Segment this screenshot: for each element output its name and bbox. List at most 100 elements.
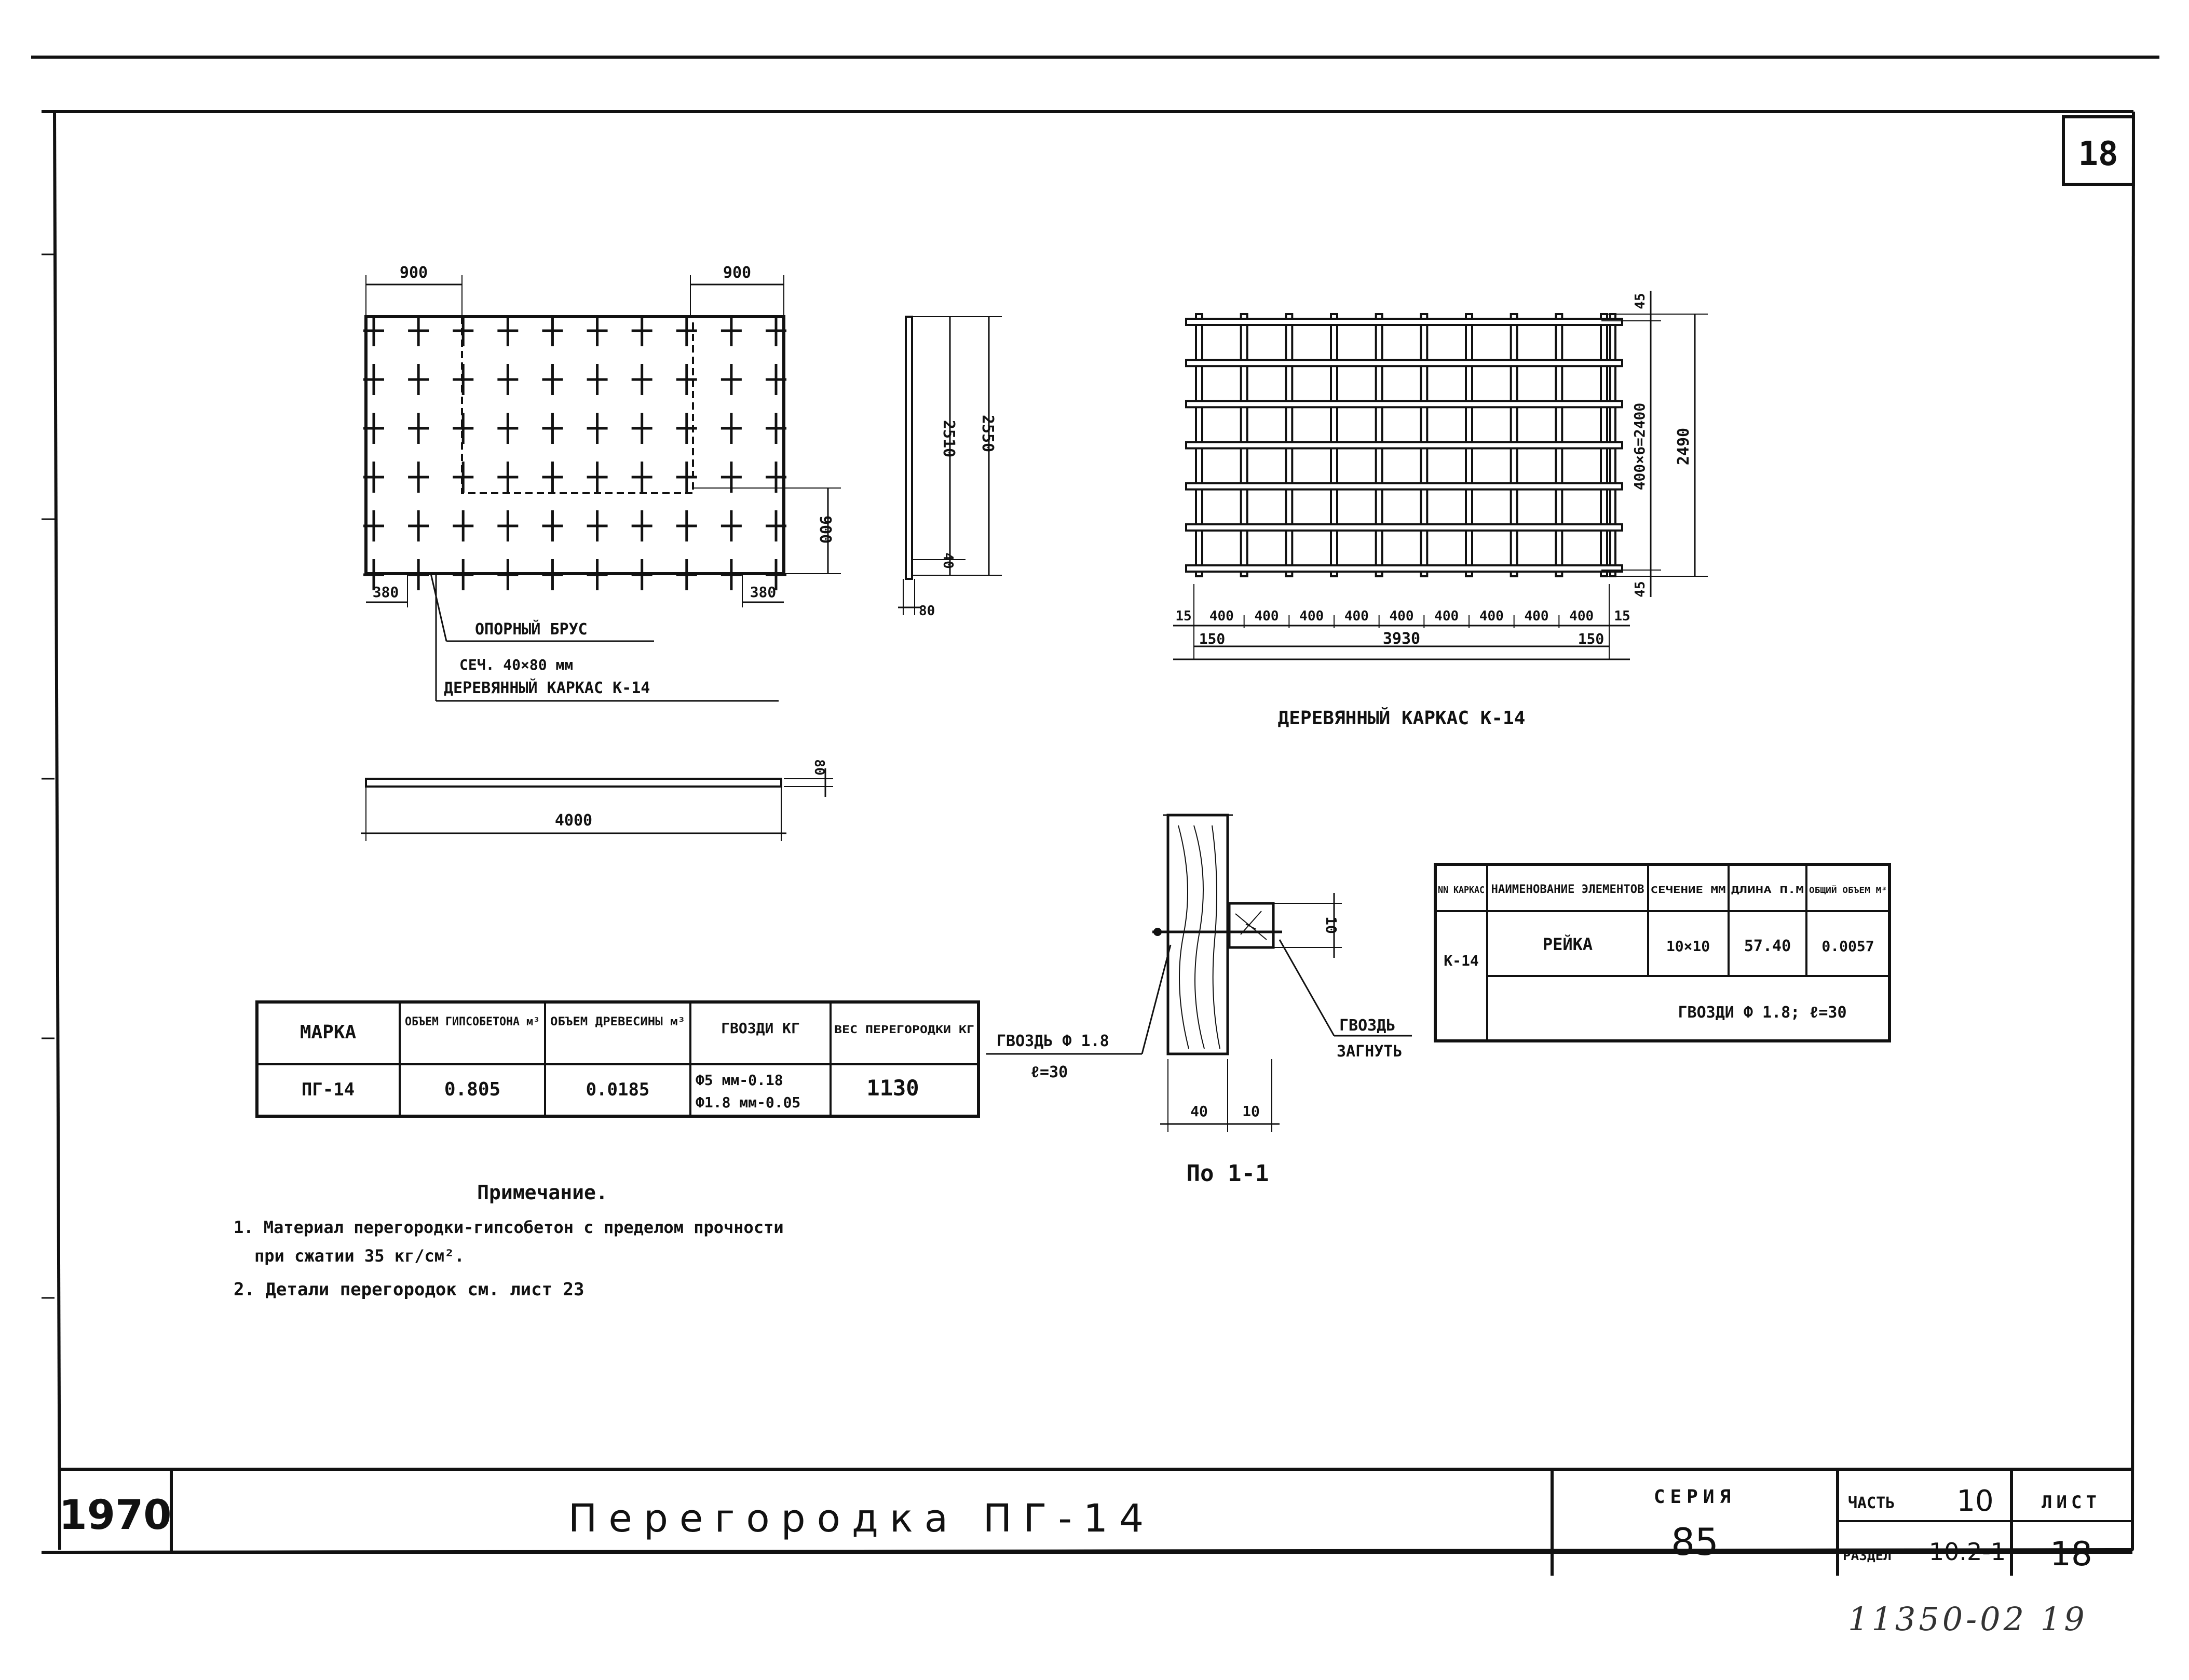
note-1: 1. Материал перегородки-гипсобетон с пре… <box>234 1217 784 1237</box>
tb-section-label: РАЗДЕЛ <box>1843 1548 1892 1564</box>
mark-table: МАРКА ОБЪЕМ ГИПСОБЕТОНА м³ ОБЪЕМ ДРЕВЕСИ… <box>255 1000 980 1118</box>
th-nails: ГВОЗДИ КГ <box>721 1020 800 1037</box>
leader-1a: ОПОРНЫЙ БРУС <box>475 620 588 639</box>
td-gypsum-volume: 0.805 <box>444 1079 500 1100</box>
td-length: 57.40 <box>1744 937 1791 955</box>
td-nails-2: Ф1.8 мм-0.05 <box>696 1094 800 1111</box>
notes-title: Примечание. <box>477 1181 608 1204</box>
tb-part-value: 10 <box>1956 1484 1993 1518</box>
leader-line <box>1279 939 1335 1036</box>
nail-left-label-1: ГВОЗДЬ Ф 1.8 <box>997 1032 1109 1050</box>
tb-year: 1970 <box>59 1492 171 1539</box>
frame-top-offset: 45 <box>1633 293 1648 309</box>
side-profile <box>905 316 913 580</box>
frame-rail <box>1185 359 1623 368</box>
table-border <box>255 1000 980 1118</box>
frame-rail <box>1185 482 1623 491</box>
archive-number: 11350-02 19 <box>1848 1600 2088 1638</box>
side-dim-thickness: 80 <box>919 603 935 619</box>
section-caption: По 1-1 <box>1187 1160 1269 1187</box>
plank-outline <box>365 778 782 788</box>
leader-line <box>430 573 447 642</box>
section-1-1: ГВОЗДЬ Ф 1.8 ℓ=30 ГВОЗДЬ ЗАГНУТЬ 10 40 1… <box>986 814 1412 1187</box>
leader-2: ДЕРЕВЯННЫЙ КАРКАС К-14 <box>444 679 650 697</box>
frame-rail <box>1185 400 1623 409</box>
frame-rail <box>1185 523 1623 532</box>
th-frame-no: NN КАРКАС <box>1438 885 1485 896</box>
td-element-name: РЕЙКА <box>1543 934 1593 954</box>
td-weight: 1130 <box>866 1075 919 1101</box>
partition-top-view: 900 900 900 380 380 ОПОРНЫЙ БРУС СЕЧ. 40… <box>363 264 841 702</box>
frame-crosses <box>363 315 786 590</box>
plank-thickness: 80 <box>811 759 827 775</box>
sheet-number: 18 <box>2078 135 2118 173</box>
tb-sheet-value: 18 <box>2050 1535 2092 1574</box>
section-lath <box>1228 902 1275 949</box>
side-dim-inner: 2510 <box>940 420 958 457</box>
partition-side-view: 2510 2550 40 80 <box>898 316 1002 619</box>
th-section: СЕЧЕНИЕ ММ <box>1651 885 1726 896</box>
frame-spacing-label: 400 <box>1569 608 1594 624</box>
title-block: 1970 Перегородка ПГ-14 СЕРИЯ 85 ЧАСТЬ 10… <box>42 1468 2132 1638</box>
td-footer: ГВОЗДИ Ф 1.8; ℓ=30 <box>1678 1004 1846 1022</box>
th-weight: ВЕС ПЕРЕГОРОДКИ КГ <box>834 1023 974 1036</box>
wood-grain <box>1178 825 1220 1049</box>
side-dim-bottom: 40 <box>940 552 956 568</box>
th-mark: МАРКА <box>300 1022 357 1043</box>
td-nails-1: Ф5 мм-0.18 <box>696 1072 783 1089</box>
plank-view: 4000 80 <box>361 759 833 841</box>
th-element-name: НАИМЕНОВАНИЕ ЭЛЕМЕНТОВ <box>1491 883 1644 896</box>
frame-caption: ДЕРЕВЯННЫЙ КАРКАС К-14 <box>1278 707 1526 729</box>
frame-spacing-label: 400 <box>1344 608 1369 624</box>
frame-spacing-label: 15 <box>1175 608 1191 624</box>
section-dim-b2: 10 <box>1242 1103 1260 1120</box>
td-mark: ПГ-14 <box>302 1079 355 1100</box>
dim-bottom-right: 380 <box>750 584 777 601</box>
frame-bottom-offset: 45 <box>1633 581 1648 597</box>
sheet-number-box <box>2062 115 2135 186</box>
dim-right: 900 <box>816 516 834 544</box>
note-1b: при сжатии 35 кг/см². <box>254 1246 465 1266</box>
frame-spacing-label: 400 <box>1479 608 1504 624</box>
frame-spacing-label: 400 <box>1255 608 1279 624</box>
panel-outline <box>364 315 785 575</box>
section-dim-b1: 40 <box>1190 1103 1208 1120</box>
lath-hatch <box>1235 911 1267 940</box>
th-length: ДЛИНА П.М <box>1731 885 1804 896</box>
dim-top-right: 900 <box>723 264 751 282</box>
frame-spacing-labels: 15 400 400 400 400 400 400 400 400 400 15 <box>1175 608 1630 628</box>
frame-spacing-label: 400 <box>1525 608 1549 624</box>
tb-title: Перегородка ПГ-14 <box>568 1496 1155 1541</box>
frame-spacing-label: 400 <box>1434 608 1459 624</box>
frame-spacing-label: 400 <box>1209 608 1234 624</box>
nail-right-label-2: ЗАГНУТЬ <box>1337 1042 1402 1061</box>
notes: Примечание. 1. Материал перегородки-гипс… <box>234 1181 784 1300</box>
plank-length: 4000 <box>555 811 592 830</box>
td-section: 10×10 <box>1666 938 1710 955</box>
frame-rail <box>1185 564 1623 573</box>
leader-1b: СЕЧ. 40×80 мм <box>459 656 573 673</box>
td-wood-volume: 0.0185 <box>586 1079 650 1100</box>
frame-spacing-label: 400 <box>1390 608 1414 624</box>
th-wood-volume: ОБЪЕМ ДРЕВЕСИНЫ м³ <box>550 1015 685 1028</box>
frame-rail <box>1185 441 1623 450</box>
section-dim-right: 10 <box>1323 916 1340 934</box>
frame-vertical-total: 2490 <box>1675 428 1693 465</box>
frame-spacing-label: 15 <box>1614 608 1630 624</box>
tb-sheet-label: ЛИСТ <box>2042 1492 2101 1513</box>
nail-right-label-1: ГВОЗДЬ <box>1339 1017 1395 1035</box>
elements-table: NN КАРКАС НАИМЕНОВАНИЕ ЭЛЕМЕНТОВ СЕЧЕНИЕ… <box>1434 863 1891 1042</box>
th-total-volume: ОБЩИЙ ОБЪЕМ М³ <box>1809 885 1887 895</box>
frame-bottom-total: 3930 <box>1383 630 1420 648</box>
dim-bottom-left: 380 <box>373 584 399 601</box>
dim-top-left: 900 <box>400 264 428 282</box>
frame-grid <box>1185 313 1623 577</box>
td-frame-mark: К-14 <box>1444 952 1478 969</box>
frame-spacing-label: 400 <box>1299 608 1324 624</box>
note-2: 2. Детали перегородок см. лист 23 <box>234 1279 584 1300</box>
tb-series-label: СЕРИЯ <box>1654 1486 1736 1508</box>
leader-line <box>1141 944 1172 1054</box>
tb-series-value: 85 <box>1671 1520 1719 1564</box>
